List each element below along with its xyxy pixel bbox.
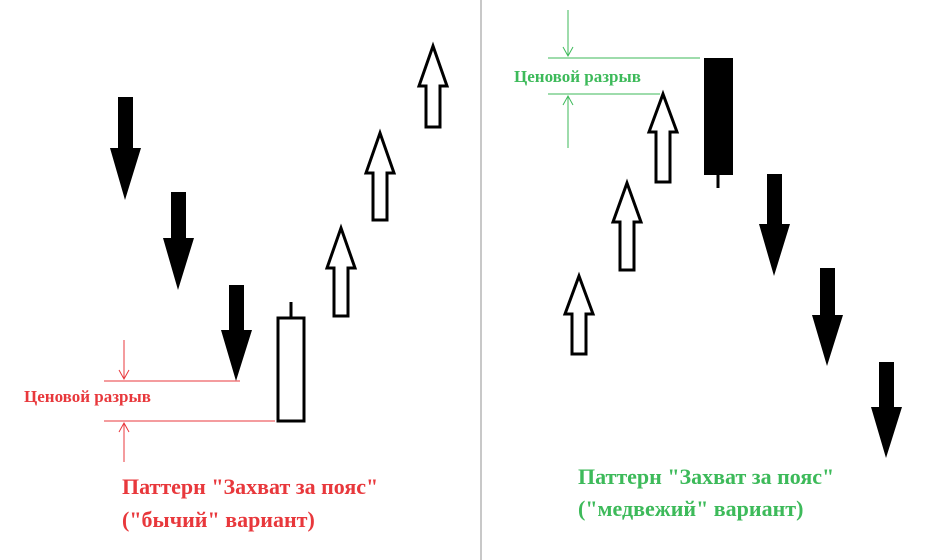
pattern-title: Паттерн "Захват за пояс" bbox=[578, 464, 834, 489]
arrow-down-icon bbox=[110, 97, 141, 200]
arrow-down-icon bbox=[759, 174, 790, 276]
price-gap-marker bbox=[548, 10, 700, 148]
arrow-down-icon bbox=[812, 268, 843, 366]
price-gap-label: Ценовой разрыв bbox=[514, 67, 641, 86]
bearish-candle bbox=[704, 58, 733, 175]
bullish-candle bbox=[276, 316, 306, 423]
arrow-up-icon bbox=[562, 271, 596, 356]
arrow-up-icon bbox=[416, 41, 450, 129]
price-gap-label: Ценовой разрыв bbox=[24, 387, 151, 406]
left-panel: Ценовой разрыв Паттерн "Захват за пояс" … bbox=[24, 41, 450, 532]
price-gap-marker bbox=[104, 340, 275, 462]
right-panel: Ценовой разрыв Паттерн "Захват за пояс" … bbox=[514, 10, 902, 521]
arrow-up-icon bbox=[324, 223, 358, 318]
arrow-down-icon bbox=[163, 192, 194, 290]
arrow-up-icon bbox=[646, 89, 680, 184]
arrow-up-icon bbox=[610, 178, 644, 272]
pattern-subtitle: ("медвежий" вариант) bbox=[578, 496, 803, 521]
arrow-down-icon bbox=[221, 285, 252, 381]
arrow-down-icon bbox=[871, 362, 902, 458]
pattern-title: Паттерн "Захват за пояс" bbox=[122, 474, 378, 499]
pattern-subtitle: ("бычий" вариант) bbox=[122, 507, 315, 532]
arrow-up-icon bbox=[363, 128, 397, 222]
